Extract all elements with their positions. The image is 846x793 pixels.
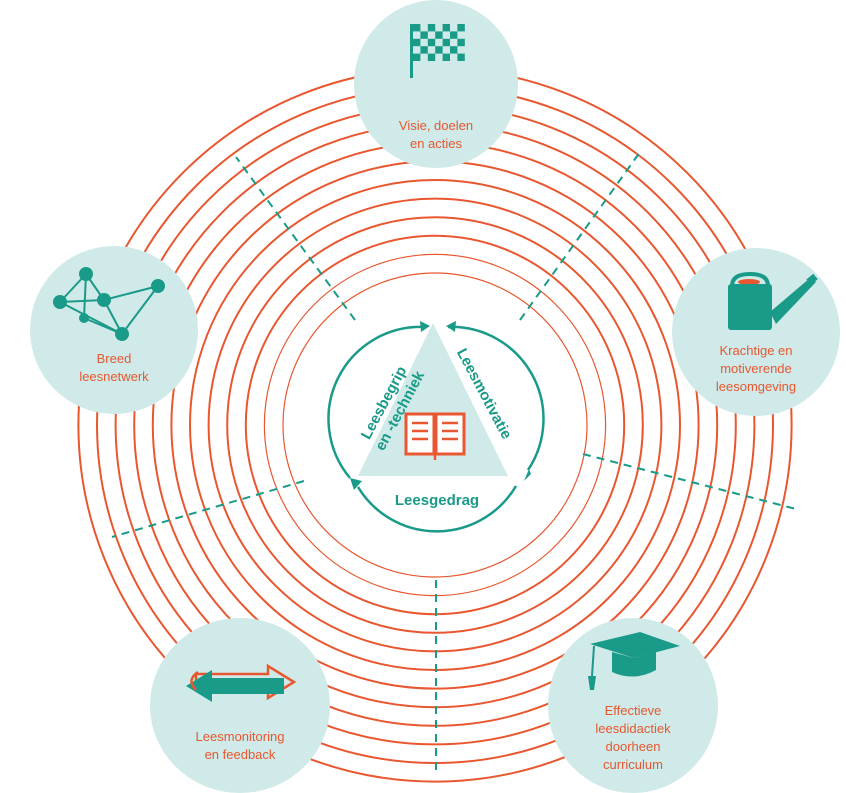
node-effectieve-label: Effectieve leesdidactiek doorheen curric…: [595, 703, 671, 772]
ring: [226, 216, 644, 634]
arrowhead-bottom-right: [524, 469, 531, 481]
segment-divider: [111, 480, 305, 538]
node-krachtige: Krachtige en motiverende leesomgeving: [672, 248, 840, 416]
arrowhead-top-right: [446, 321, 456, 332]
network-icon: [53, 267, 165, 341]
arrowhead-bottom-left: [350, 478, 362, 490]
node-krachtige-label: Krachtige en motiverende leesomgeving: [715, 343, 797, 394]
graduation-cap-icon: [588, 632, 680, 690]
node-leesmonitoring-label: Leesmonitoring en feedback: [195, 729, 285, 762]
center-triangle-group: Leesbegrip en -techniek Leesmotivatie Le…: [327, 321, 545, 533]
left-cycle-arrow: [327, 325, 426, 479]
ring: [282, 272, 588, 578]
right-cycle-arrow: [447, 325, 545, 471]
two-way-arrow-icon: [186, 663, 297, 702]
node-visie-label: Visie, doelen en acties: [398, 118, 474, 151]
segment-divider: [582, 453, 801, 511]
open-book-icon: [404, 412, 466, 460]
arrowhead-top-left: [420, 321, 430, 332]
node-breed-label: Breed leesnetwerk: [79, 351, 149, 384]
center-bottom-text: Leesgedrag: [395, 492, 479, 509]
node-breed: Breed leesnetwerk: [30, 246, 198, 414]
bottom-cycle-arrow: [356, 485, 518, 533]
segment-divider: [235, 156, 356, 321]
node-visie: Visie, doelen en acties: [354, 0, 518, 168]
watering-can-icon: [728, 271, 818, 330]
segment-divider: [519, 151, 641, 321]
checkered-flag-icon: [410, 24, 465, 78]
node-leesmonitoring: Leesmonitoring en feedback: [150, 618, 330, 793]
node-effectieve: Effectieve leesdidactiek doorheen curric…: [548, 618, 718, 793]
center-triangle: [358, 323, 508, 476]
